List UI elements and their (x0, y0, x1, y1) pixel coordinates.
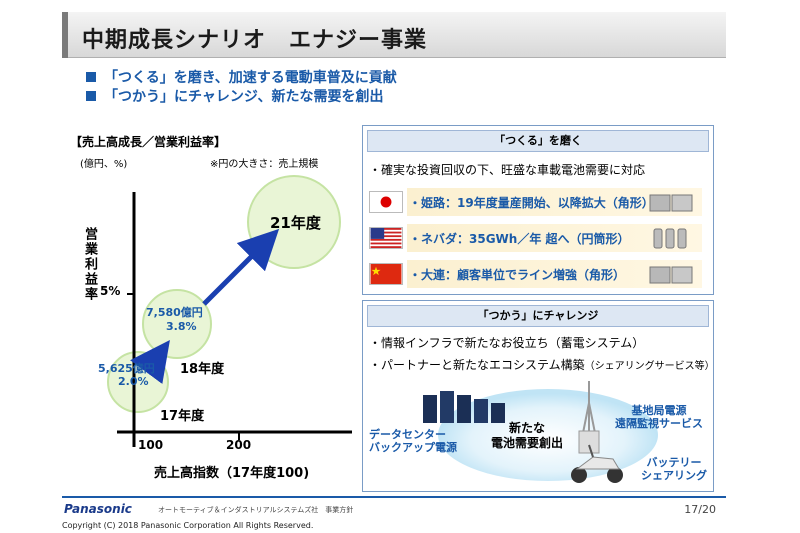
chart-unit: (億円、%) (80, 159, 128, 170)
slide: 中期成長シナリオ エナジー事業 「つくる」を磨き、加速する電動車普及に貢献 「つ… (62, 12, 726, 517)
panel-tsukuru-header: 「つくる」を磨く (367, 130, 709, 152)
prismatic-battery-icon (649, 266, 693, 284)
panel-tsukuru-intro: ・確実な投資回収の下、旺盛な車載電池需要に対応 (369, 163, 646, 177)
title-bar: 中期成長シナリオ エナジー事業 (62, 12, 726, 58)
new-demand-label: 新たな電池需要創出 (491, 421, 564, 450)
bubble-18-value: 7,580億円 (146, 306, 203, 319)
x-tick-label: 100 (138, 438, 164, 452)
datacenter-label: データセンターバックアップ電源 (369, 428, 457, 454)
ecosystem-illustration (423, 381, 658, 483)
square-bullet-icon (86, 90, 96, 101)
battery-sharing-label: バッテリーシェアリング (641, 456, 707, 482)
bubble-18-year: 18年度 (180, 362, 225, 377)
plant-row-label: ・ネバダ：35GWh／年 超へ（円筒形） (409, 231, 630, 246)
cylindrical-battery-icon (653, 228, 687, 249)
panel-tsukau-line2: ・パートナーと新たなエコシステム構築（シェアリングサービス等） (369, 358, 715, 372)
plant-row-nevada: ・ネバダ：35GWh／年 超へ（円筒形） (367, 222, 702, 254)
bubble-17-rate: 2.0% (118, 375, 149, 388)
y-axis-label: 営業利益率 (82, 227, 97, 302)
panel-tsukuru: 「つくる」を磨く ・確実な投資回収の下、旺盛な車載電池需要に対応 ・姫路：19年… (362, 125, 714, 295)
y-tick-label: 5% (100, 284, 121, 298)
bubble-chart (107, 175, 352, 447)
server-rack-icon (423, 391, 505, 423)
plant-row-himeji: ・姫路：19年度量産開始、以降拡大（角形） (367, 186, 702, 218)
bullet-list: 「つくる」を磨き、加速する電動車普及に貢献 「つかう」にチャレンジ、新たな需要を… (86, 67, 397, 105)
growth-arrow-2 (202, 228, 280, 306)
usa-flag-icon (369, 227, 403, 249)
plant-row-label: ・大連：顧客単位でライン増強（角形） (409, 267, 626, 282)
chart-title: 【売上高成長／営業利益率】 (70, 135, 227, 149)
page-number: 17/20 (684, 503, 716, 516)
japan-flag-icon (369, 191, 403, 213)
panel-tsukau-header: 「つかう」にチャレンジ (367, 305, 709, 327)
bubble-18-rate: 3.8% (166, 320, 197, 333)
footer-division: オートモーティブ＆インダストリアルシステムズ社 事業方針 (158, 506, 354, 514)
panel-tsukau-line1: ・情報インフラで新たなお役立ち（蓄電システム） (369, 336, 645, 350)
page-title: 中期成長シナリオ エナジー事業 (82, 28, 428, 53)
bullet-item: 「つくる」を磨き、加速する電動車普及に貢献 (86, 67, 397, 86)
bubble-17-year: 17年度 (160, 409, 205, 424)
x-axis-label: 売上高指数（17年度100) (154, 466, 310, 481)
copyright: Copyright (C) 2018 Panasonic Corporation… (62, 521, 314, 530)
china-flag-icon (369, 263, 403, 285)
footer-divider (62, 496, 726, 498)
x-tick-label: 200 (226, 438, 252, 452)
bubble-17-value: 5,625億円 (98, 362, 155, 375)
scooter-icon (571, 444, 623, 483)
square-bullet-icon (86, 71, 96, 82)
growth-arrow-1 (130, 339, 170, 385)
chart-note: ※円の大きさ：売上規模 (210, 159, 319, 170)
bubble-21-year: 21年度 (270, 214, 321, 232)
base-station-label: 基地局電源遠隔監視サービス (615, 404, 703, 430)
plant-row-label: ・姫路：19年度量産開始、以降拡大（角形） (409, 195, 654, 210)
prismatic-battery-icon (649, 194, 693, 212)
bullet-item: 「つかう」にチャレンジ、新たな需要を創出 (86, 86, 397, 105)
title-accent (62, 12, 68, 58)
panasonic-logo: Panasonic (64, 502, 132, 516)
plant-row-dalian: ・大連：顧客単位でライン増強（角形） (367, 258, 702, 290)
panel-tsukau: 「つかう」にチャレンジ ・情報インフラで新たなお役立ち（蓄電システム） ・パート… (362, 300, 715, 492)
